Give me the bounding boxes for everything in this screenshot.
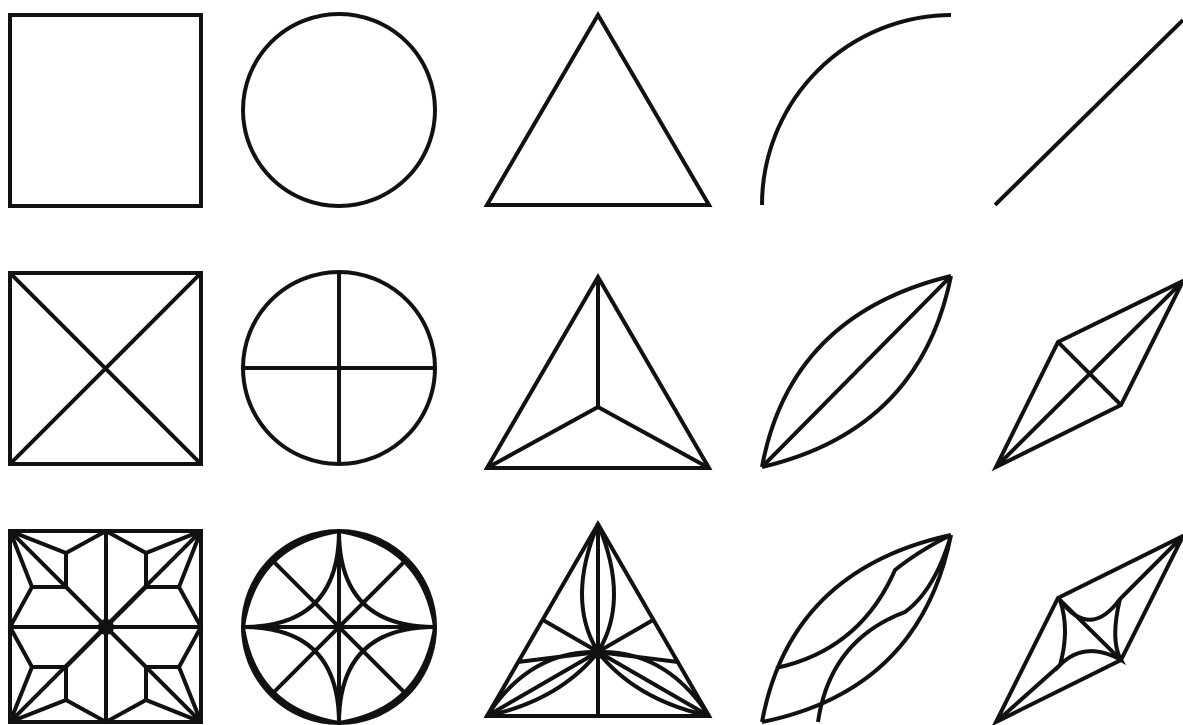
circle-seigaiha-petals [243,531,435,723]
square-outline [10,15,201,206]
square-asanoha-star [10,531,201,722]
circle-outline [243,14,435,206]
triangle-outline [487,15,709,205]
arc-curve [762,15,951,205]
triangle-asanoha-petals [487,524,709,716]
rhombus-with-diagonals [996,281,1183,467]
row-base-shapes [10,14,1183,206]
row-divided-shapes [10,272,1183,468]
lens-with-chord [762,276,951,467]
straight-line [995,20,1183,205]
row-patterned-shapes [10,524,1183,723]
square-x-diagonals [10,273,201,464]
lens-nested-arcs [762,535,951,722]
triangle-center-spokes [487,277,709,468]
rhombus-concave-star [996,536,1183,722]
circle-cross [243,272,435,464]
